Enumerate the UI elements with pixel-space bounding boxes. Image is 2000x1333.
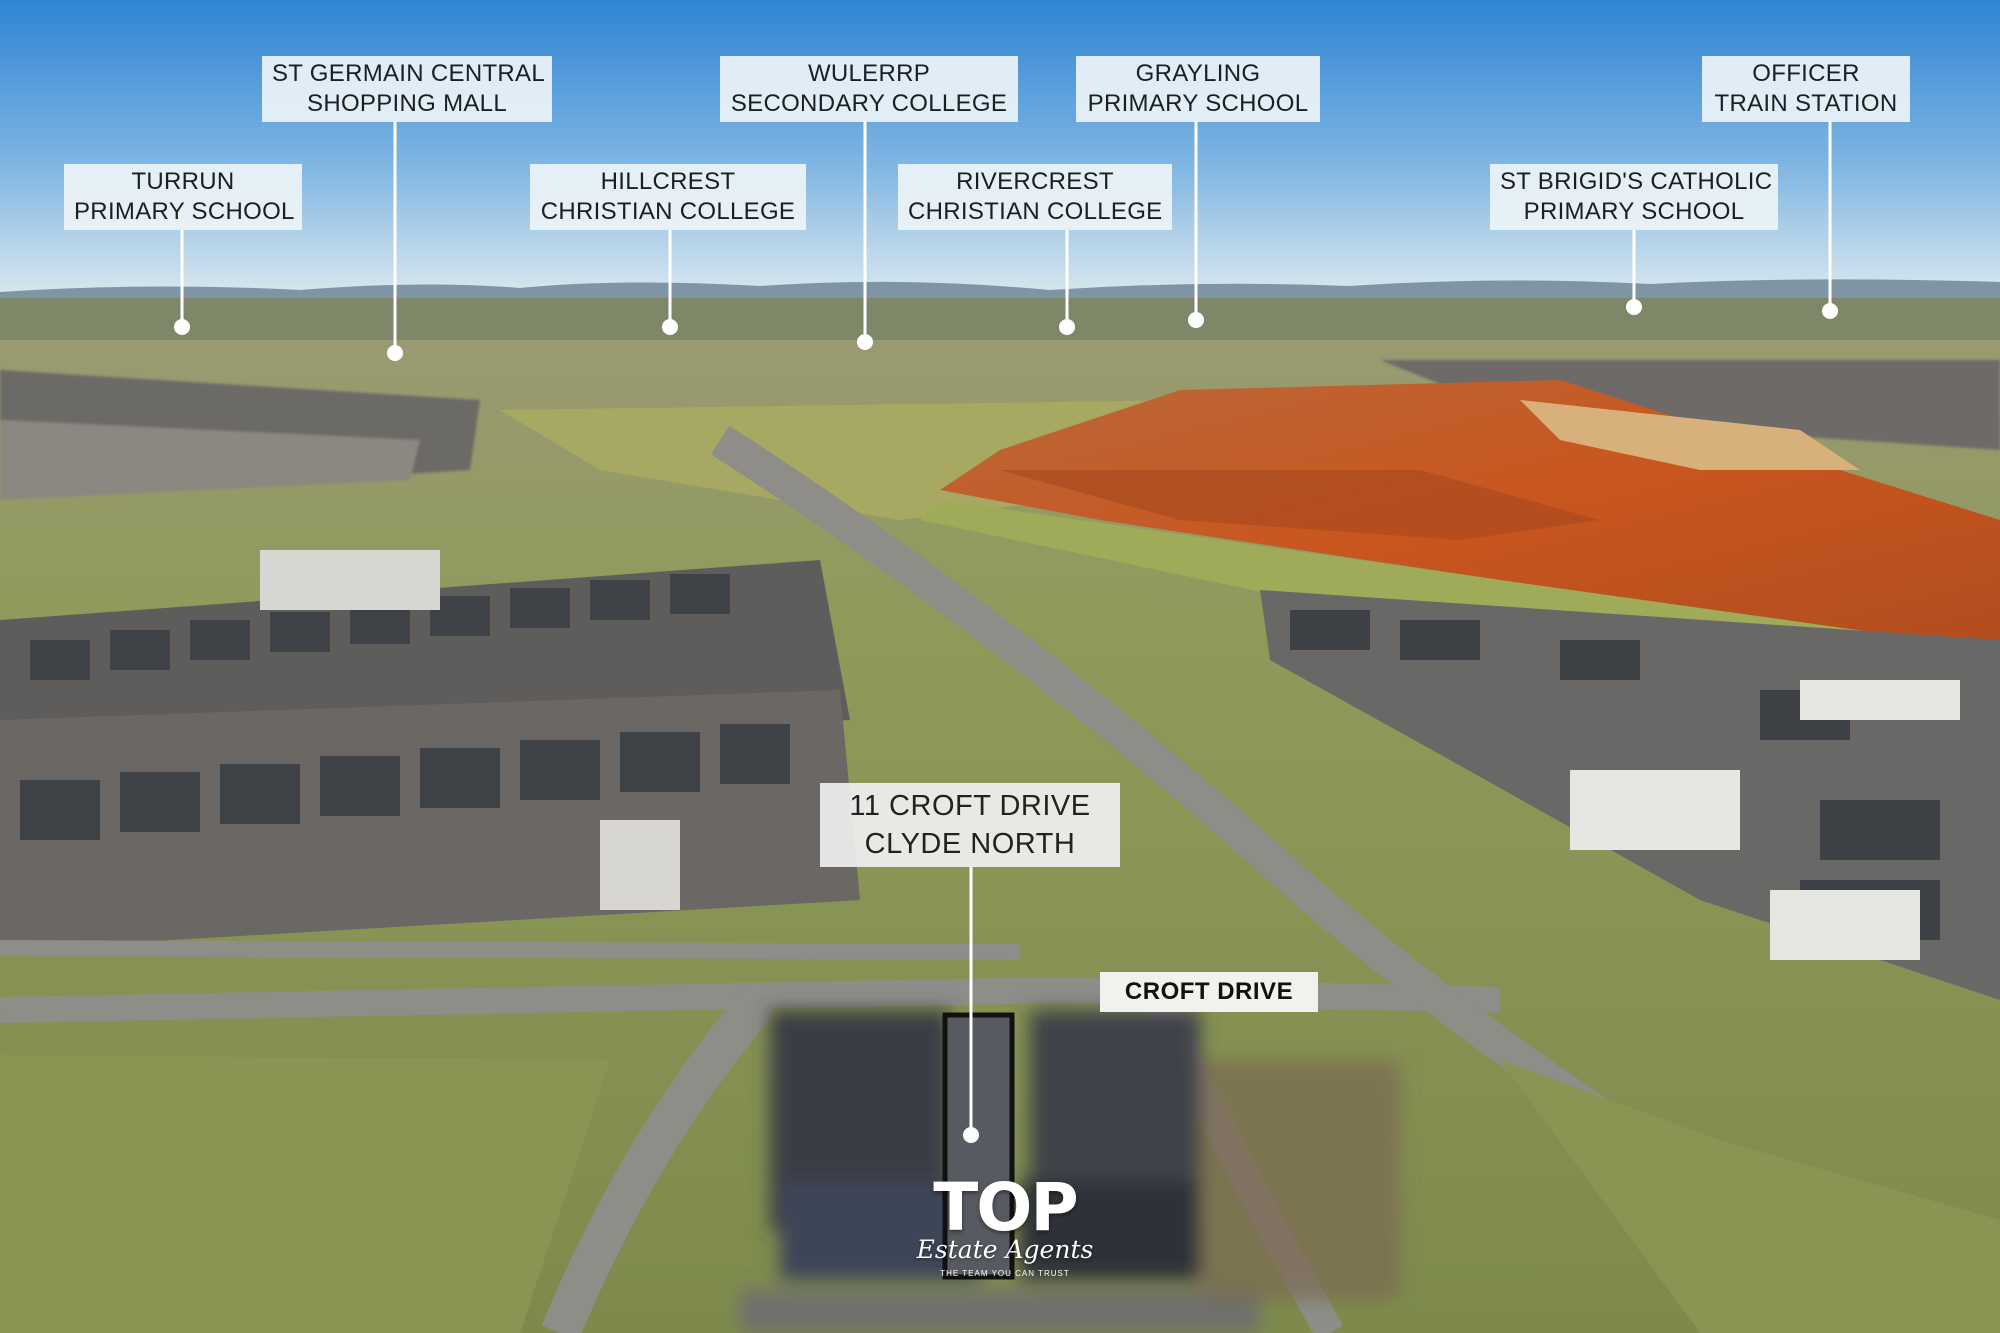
logo-wordmark: TOP <box>933 1169 1079 1246</box>
subject-property-label: 11 CROFT DRIVE CLYDE NORTH <box>820 783 1120 867</box>
callout-line: SECONDARY COLLEGE <box>730 90 1008 117</box>
callout-turrun-primary-school: TURRUN PRIMARY SCHOOL <box>64 164 302 230</box>
blurred-neighbour-houses <box>740 1010 1400 1333</box>
callout-line: CHRISTIAN COLLEGE <box>908 198 1163 225</box>
callout-line: SHOPPING MALL <box>307 90 507 117</box>
callout-line: WULERRP <box>807 60 931 87</box>
callout-pointer-dots <box>174 299 1838 1143</box>
callout-rivercrest-christian-college: RIVERCREST CHRISTIAN COLLEGE <box>898 164 1172 230</box>
distant-hills <box>0 279 2000 300</box>
callout-line: RIVERCREST <box>956 168 1114 195</box>
callout-line: PRIMARY SCHOOL <box>1523 198 1745 225</box>
right-housing-block <box>1260 590 2000 1000</box>
logo-script: Estate Agents <box>916 1235 1094 1264</box>
horizon-suburbs <box>0 298 2000 348</box>
logo-tagline: THE TEAM YOU CAN TRUST <box>940 1269 1070 1278</box>
left-housing <box>0 370 480 500</box>
callout-line: TURRUN <box>131 168 235 195</box>
callout-pointers <box>180 120 1832 1135</box>
callout-grayling-primary-school: GRAYLING PRIMARY SCHOOL <box>1076 56 1320 122</box>
callout-line: GRAYLING <box>1135 60 1261 87</box>
subject-lot <box>942 1012 1015 1280</box>
callout-wulerrp-secondary-college: WULERRP SECONDARY COLLEGE <box>720 56 1018 122</box>
agency-logo: TOP Estate Agents THE TEAM YOU CAN TRUST <box>900 1175 1110 1297</box>
callout-line: HILLCREST <box>600 168 736 195</box>
callout-hillcrest-christian-college: HILLCREST CHRISTIAN COLLEGE <box>530 164 806 230</box>
callout-line: PRIMARY SCHOOL <box>1087 90 1309 117</box>
sky <box>0 0 2000 300</box>
mid-housing <box>0 550 860 950</box>
callout-line: TRAIN STATION <box>1714 90 1898 117</box>
subject-address: 11 CROFT DRIVE <box>849 790 1091 822</box>
callout-st-brigids-catholic-primary-school: ST BRIGID'S CATHOLIC PRIMARY SCHOOL <box>1490 164 1778 230</box>
callout-line: ST GERMAIN CENTRAL <box>272 60 545 87</box>
earthworks <box>940 380 2000 640</box>
callout-st-germain-central-shopping-mall: ST GERMAIN CENTRAL SHOPPING MALL <box>262 56 552 122</box>
street-label-croft-drive: CROFT DRIVE <box>1100 972 1318 1012</box>
callout-officer-train-station: OFFICER TRAIN STATION <box>1702 56 1910 122</box>
lower-right-verge <box>1500 1060 2000 1333</box>
callout-line: PRIMARY SCHOOL <box>74 198 295 225</box>
subject-suburb: CLYDE NORTH <box>864 828 1076 860</box>
callout-line: OFFICER <box>1752 60 1860 87</box>
callout-line: CHRISTIAN COLLEGE <box>540 198 796 225</box>
empty-lot <box>0 1055 610 1333</box>
callout-line: ST BRIGID'S CATHOLIC <box>1500 168 1773 195</box>
